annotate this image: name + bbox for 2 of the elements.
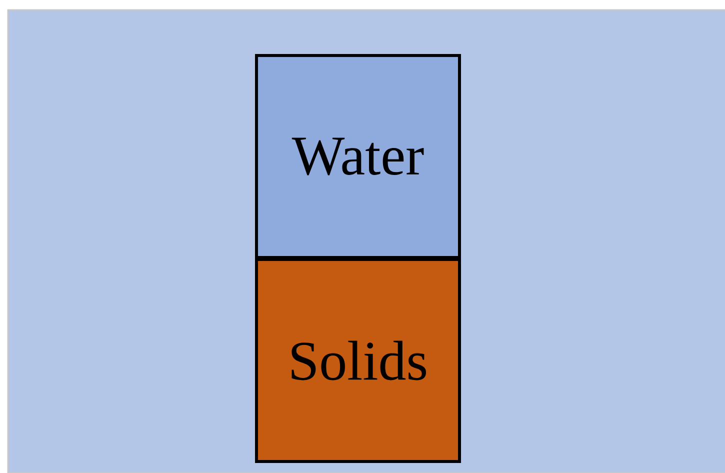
- component-box: Water: [255, 54, 461, 259]
- component-box: Solids: [255, 258, 461, 463]
